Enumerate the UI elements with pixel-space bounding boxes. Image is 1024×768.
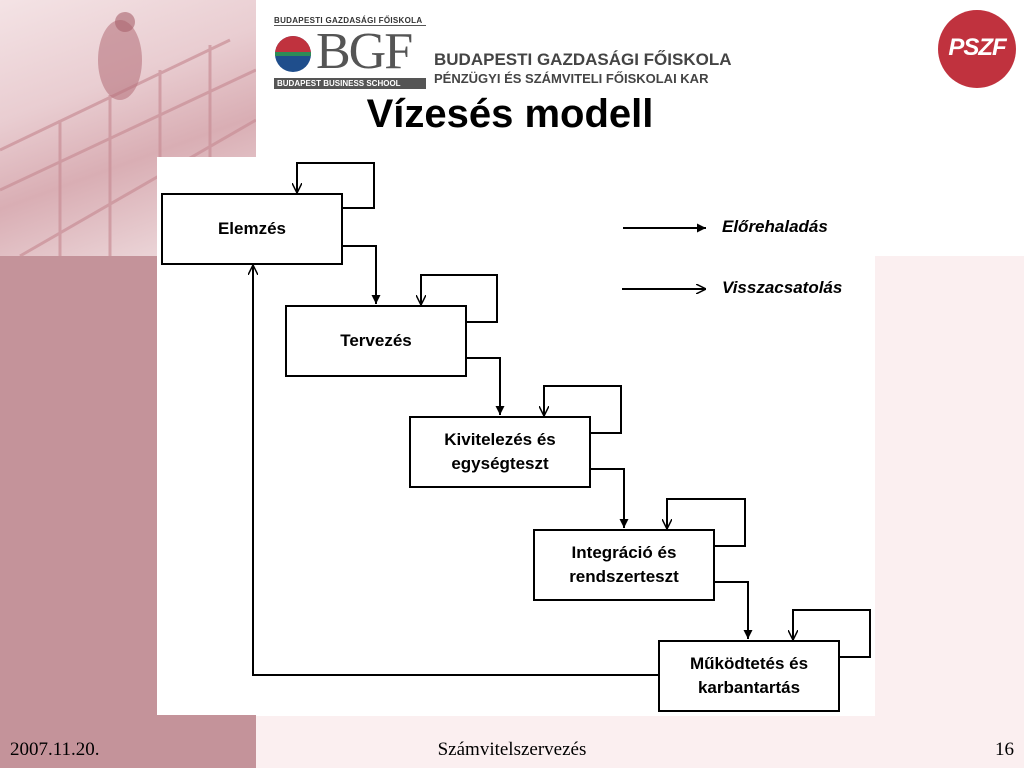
- forward-arrow-1: [342, 246, 376, 304]
- stage-label: Integráció és rendszerteszt: [569, 541, 679, 589]
- stage-label: Elemzés: [218, 217, 286, 241]
- stage-label: Tervezés: [340, 329, 412, 353]
- legend-forward-label: Előrehaladás: [722, 217, 828, 237]
- footer-date: 2007.11.20.: [10, 739, 100, 761]
- stage-implementation: Kivitelezés és egységteszt: [409, 416, 591, 488]
- forward-arrow-3: [590, 469, 624, 528]
- stage-analysis: Elemzés: [161, 193, 343, 265]
- forward-arrow-4: [714, 582, 748, 639]
- forward-arrow-2: [466, 358, 500, 415]
- stage-integration: Integráció és rendszerteszt: [533, 529, 715, 601]
- stage-operation: Működtetés és karbantartás: [658, 640, 840, 712]
- page-number: 16: [995, 739, 1014, 761]
- stage-label: Kivitelezés és egységteszt: [444, 428, 556, 476]
- legend-feedback-label: Visszacsatolás: [722, 278, 842, 298]
- footer-subject: Számvitelszervezés: [256, 739, 768, 761]
- stage-label: Működtetés és karbantartás: [690, 652, 808, 700]
- stage-design: Tervezés: [285, 305, 467, 377]
